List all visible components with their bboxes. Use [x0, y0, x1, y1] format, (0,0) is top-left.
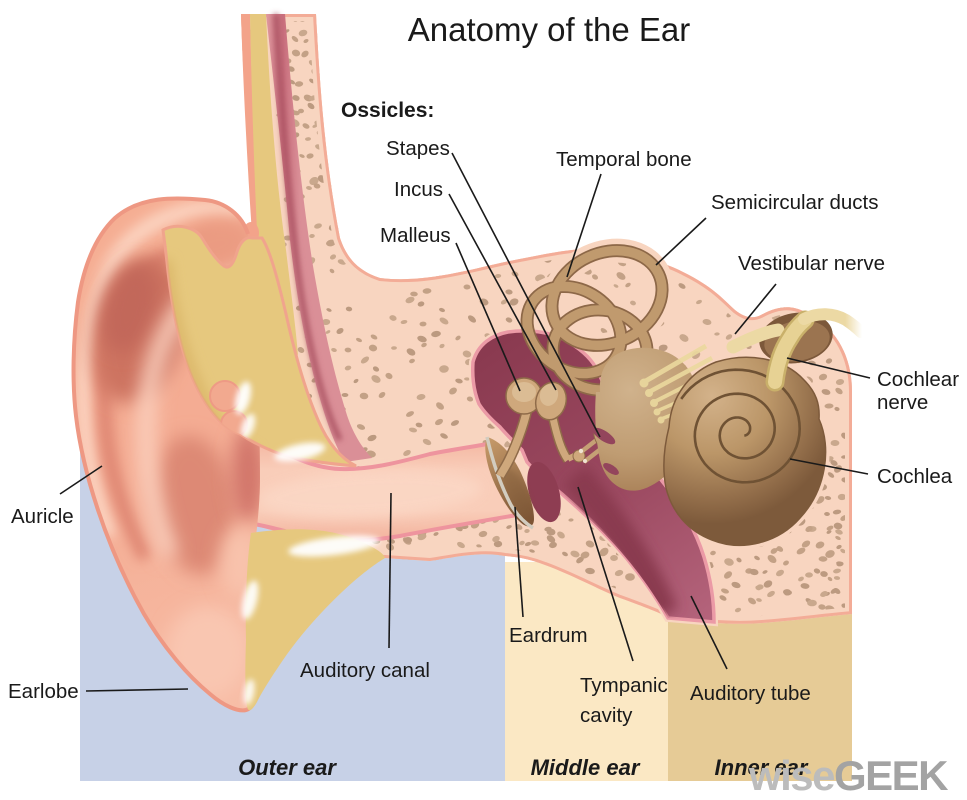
svg-text:Semicircular ducts: Semicircular ducts: [711, 191, 878, 214]
svg-text:Eardrum: Eardrum: [509, 624, 588, 647]
svg-text:Middle ear: Middle ear: [531, 755, 641, 780]
svg-text:wiseGEEK: wiseGEEK: [748, 752, 948, 799]
svg-text:Outer ear: Outer ear: [238, 755, 337, 780]
svg-text:cavity: cavity: [580, 704, 633, 727]
svg-text:Vestibular nerve: Vestibular nerve: [738, 252, 885, 275]
svg-text:Auricle: Auricle: [11, 505, 74, 528]
svg-text:Inner ear: Inner ear: [715, 755, 809, 780]
svg-text:Auditory tube: Auditory tube: [690, 682, 811, 705]
svg-text:Tympanic: Tympanic: [580, 674, 668, 697]
svg-text:Cochlea: Cochlea: [877, 465, 953, 488]
svg-text:Anatomy of the Ear: Anatomy of the Ear: [408, 11, 690, 48]
svg-text:Auditory canal: Auditory canal: [300, 659, 430, 682]
svg-text:Ossicles:: Ossicles:: [341, 99, 434, 122]
svg-text:Earlobe: Earlobe: [8, 680, 79, 703]
svg-text:Temporal bone: Temporal bone: [556, 148, 692, 171]
svg-text:Incus: Incus: [394, 178, 443, 201]
svg-text:nerve: nerve: [877, 391, 928, 414]
svg-text:Stapes: Stapes: [386, 137, 450, 160]
svg-text:Malleus: Malleus: [380, 224, 451, 247]
svg-text:Cochlear: Cochlear: [877, 368, 959, 391]
